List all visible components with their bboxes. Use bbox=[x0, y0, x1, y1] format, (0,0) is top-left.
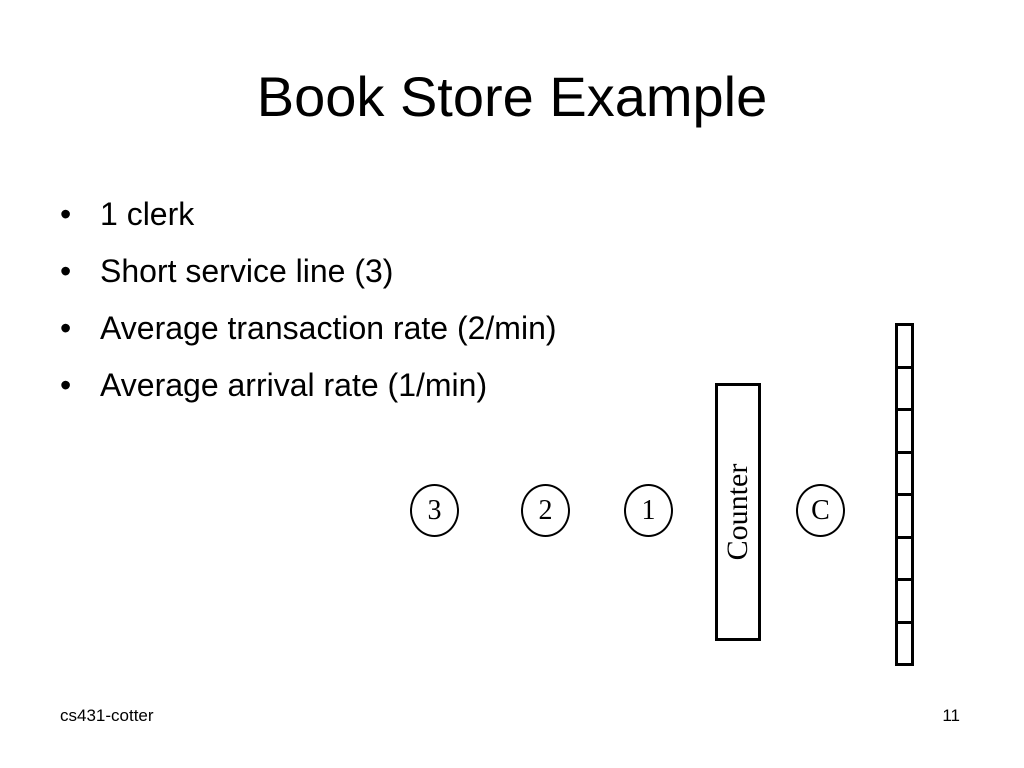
counter-box: Counter bbox=[715, 383, 761, 641]
bullet-item: • 1 clerk bbox=[60, 186, 557, 243]
bullet-text: Average transaction rate (2/min) bbox=[100, 310, 557, 346]
bullet-text: 1 clerk bbox=[100, 196, 195, 232]
queue-customer-2: 2 bbox=[521, 484, 570, 537]
shelf-cell bbox=[898, 581, 911, 624]
shelf-cell bbox=[898, 411, 911, 454]
shelf-cell bbox=[898, 539, 911, 581]
shelf-cell bbox=[898, 369, 911, 411]
shelf-cell bbox=[898, 326, 911, 369]
bullet-text: Average arrival rate (1/min) bbox=[100, 367, 488, 403]
slide-title: Book Store Example bbox=[256, 65, 768, 128]
bullet-icon: • bbox=[60, 367, 72, 403]
footer-course: cs431-cotter bbox=[60, 706, 154, 725]
bullet-icon: • bbox=[60, 196, 72, 232]
shelf-cell bbox=[898, 454, 911, 496]
bullet-item: • Average arrival rate (1/min) bbox=[60, 357, 557, 414]
bullet-item: • Short service line (3) bbox=[60, 243, 557, 300]
footer-page-number: 11 bbox=[942, 706, 960, 725]
bullet-text: Short service line (3) bbox=[100, 253, 394, 289]
bullet-item: • Average transaction rate (2/min) bbox=[60, 300, 557, 357]
shelf-cell bbox=[898, 624, 911, 664]
bullet-list: • 1 clerk • Short service line (3) • Ave… bbox=[60, 186, 557, 414]
queue-customer-3: 3 bbox=[410, 484, 459, 537]
bullet-icon: • bbox=[60, 310, 72, 346]
shelf bbox=[895, 323, 914, 666]
clerk-circle: C bbox=[796, 484, 845, 537]
bullet-icon: • bbox=[60, 253, 72, 289]
queue-customer-1: 1 bbox=[624, 484, 673, 537]
shelf-cell bbox=[898, 496, 911, 539]
counter-label: Counter bbox=[721, 463, 754, 561]
